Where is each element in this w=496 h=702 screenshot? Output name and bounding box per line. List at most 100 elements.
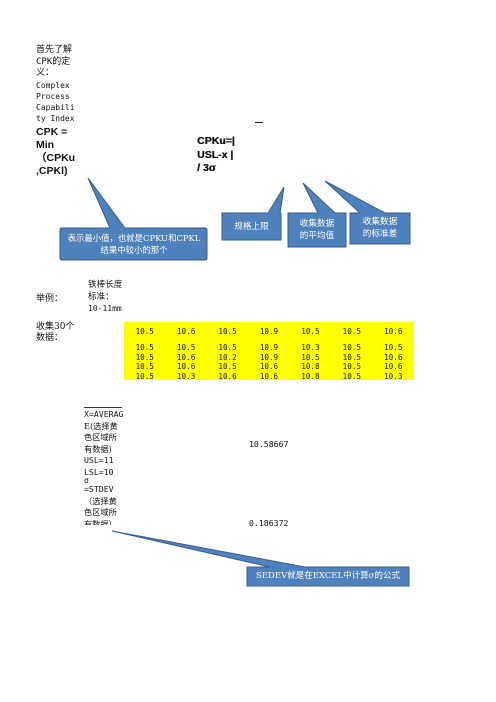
table-cell: 10.5: [135, 352, 154, 362]
stdev-formula-4: 有数据）: [84, 518, 117, 525]
table-cell: 10.6: [384, 362, 403, 372]
table-cell: 10.3: [384, 371, 403, 381]
definition-english-3: Capabili: [36, 102, 75, 112]
sedev-callout-shape: [111, 530, 410, 587]
table-cell: 10.5: [342, 371, 361, 381]
mean-note-line-1: 收集数据: [299, 219, 335, 229]
table-cell: 10.9: [259, 343, 279, 353]
min-label: Min: [36, 138, 55, 151]
min-callout: 表示最小值，也就是CPKU和CPKL 结果中较小的那个: [62, 232, 206, 256]
calc-notes: X=AVERAG E(选择黄 色区域所 有数据) USL=11 LSL=10 σ…: [84, 407, 132, 525]
table-cell: 10.6: [384, 327, 403, 336]
formula-line-2: USL-x |: [197, 148, 234, 161]
table-cell: 10.9: [259, 352, 279, 362]
x-bar-line: [84, 407, 122, 408]
table-row: 10.5 10.6 10.2 10.9 10.5 10.5 10.6: [124, 353, 414, 363]
std-note-line-1: 收集数据: [362, 217, 398, 227]
collect-label: 收集30个 数据：: [36, 322, 88, 344]
table-cell: 10.5: [176, 343, 196, 353]
mean-value: 10.58667: [249, 439, 289, 449]
definition-intro-1: 首先了解: [36, 45, 73, 55]
usl-line: USL=11: [84, 455, 114, 465]
table-row: 10.5 10.3 10.6 10.6 10.8 10.5 10.3: [124, 372, 414, 382]
example-label: 举例：: [36, 294, 64, 304]
table-cell: 10.5: [384, 343, 403, 353]
cpk-label: CPK =: [36, 125, 68, 138]
table-cell: 10.8: [301, 362, 320, 372]
table-cell: 10.5: [218, 343, 237, 353]
table-cell: 10.5: [301, 327, 320, 336]
mean-note-line-2: 的平均值: [299, 231, 335, 241]
cpk-paren-1: （CPKu: [36, 151, 76, 164]
table-cell: 10.5: [218, 327, 237, 336]
table-cell: 10.5: [135, 371, 154, 381]
sigma-glyph: σ: [84, 476, 89, 485]
definition-english-4: ty Index: [36, 113, 75, 123]
x-bar-dash: [255, 122, 263, 123]
stdev-formula-1: =STDEV: [84, 484, 114, 494]
formula-line-3: / 3σ: [197, 162, 216, 174]
table-cell: 10.5: [218, 362, 237, 372]
example-line-2: 标准：: [88, 292, 114, 302]
table-row: 10.5 10.5 10.5 10.9 10.3 10.5 10.5: [124, 343, 414, 353]
lsl-line: LSL=10: [84, 466, 114, 477]
table-cell: 10.5: [342, 327, 361, 336]
min-callout-shape: [59, 177, 208, 261]
table-cell: 10.5: [301, 352, 320, 362]
definition-intro-2: CPK的定: [36, 56, 71, 67]
table-row: 10.5 10.6 10.5 10.9 10.5 10.5 10.6: [124, 322, 414, 343]
usl-callout: 规格上限: [222, 221, 281, 233]
mean-formula-2: E(选择黄: [84, 420, 118, 431]
table-cell: 10.6: [259, 362, 279, 372]
usl-note: 规格上限: [234, 222, 269, 232]
mean-formula-3: 色区域所: [84, 432, 117, 442]
cpk-definition: 首先了解 CPK的定 义： Complex Process Capabili t…: [36, 45, 110, 178]
std-value: 0.186372: [249, 518, 289, 528]
example-line-1: 铁棒长度: [88, 280, 123, 290]
table-cell: 10.5: [342, 343, 361, 353]
collect-line-1: 收集30个: [36, 322, 75, 332]
definition-english-2: Process: [36, 91, 70, 101]
table-cell: 10.5: [135, 327, 154, 336]
mean-formula-4: 有数据): [84, 443, 112, 454]
min-note-line-2: 结果中较小的那个: [100, 245, 168, 255]
table-cell: 10.2: [218, 352, 237, 362]
stdev-formula-3: 色区域所: [84, 507, 117, 517]
table-cell: 10.6: [259, 371, 279, 381]
table-cell: 10.6: [218, 371, 237, 381]
formula-line-1: CPKu=|: [197, 135, 235, 147]
collect-line-2: 数据：: [36, 333, 64, 343]
table-cell: 10.8: [301, 371, 320, 381]
example-description: 铁棒长度 标准： 10-11mm: [88, 279, 158, 315]
cpk-paren-2: ,CPKl): [36, 164, 68, 177]
table-cell: 10.6: [176, 362, 196, 372]
table-row: 10.5 10.6 10.5 10.6 10.8 10.5 10.6: [124, 362, 414, 372]
mean-formula-1: X=AVERAG: [84, 409, 124, 419]
table-cell: 10.5: [135, 343, 154, 353]
std-callout: 收集数据 的标准差: [350, 216, 410, 240]
mean-callout: 收集数据 的平均值: [288, 218, 346, 242]
cpku-formula: CPKu=| USL-x | / 3σ: [197, 135, 257, 176]
table-cell: 10.6: [176, 327, 196, 336]
min-note-line-1: 表示最小值，也就是CPKU和CPKL: [67, 233, 201, 243]
table-cell: 10.5: [342, 352, 361, 362]
table-cell: 10.3: [301, 343, 320, 353]
spec-range: 10-11mm: [88, 304, 122, 313]
definition-english-1: Complex: [36, 80, 70, 90]
std-callout-shape: [324, 180, 411, 245]
usl-callout-shape: [221, 186, 285, 241]
definition-intro-3: 义：: [36, 68, 55, 78]
table-cell: 10.3: [176, 371, 196, 381]
table-cell: 10.9: [259, 327, 279, 336]
mean-callout-shape: [287, 182, 347, 248]
std-note-line-2: 的标准差: [362, 229, 398, 239]
table-cell: 10.5: [135, 362, 154, 372]
stdev-formula-2: （选择黄: [84, 495, 117, 506]
table-cell: 10.6: [384, 352, 403, 362]
table-cell: 10.5: [342, 362, 361, 372]
table-cell: 10.6: [176, 352, 196, 362]
sedev-callout: SEDEV就是在EXCEL中计算σ的公式: [256, 571, 400, 581]
